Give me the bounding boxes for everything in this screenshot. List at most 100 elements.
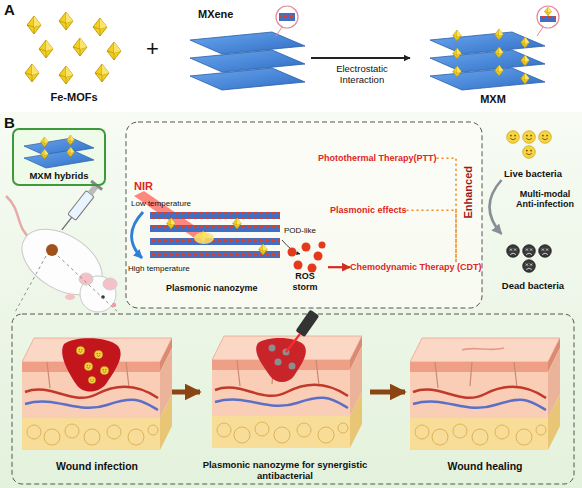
- mouse: [6, 196, 32, 240]
- skin-treated: [286, 334, 300, 352]
- mxene-sheets: [279, 13, 295, 21]
- mxm-sheets: [430, 6, 559, 90]
- mouse: [46, 244, 58, 256]
- fe-mof-crystals: [25, 64, 39, 82]
- mxm-sheets: [495, 47, 504, 58]
- ros-group: ROS storm: [282, 244, 328, 292]
- plasmonic-nanozyme: [194, 232, 214, 244]
- skin-treated: [295, 309, 319, 337]
- material-label: Plasmonic nanozyme: [166, 283, 258, 293]
- mxm-hybrid-icon: [67, 147, 75, 157]
- skin-infected: [76, 346, 84, 354]
- therapy-label: Chemodynamic Therapy (CDT): [350, 262, 482, 272]
- mxm-hybrid-icon: [12, 128, 106, 186]
- fe-mof-crystals: [59, 66, 73, 84]
- dead-bacteria-icon: [507, 245, 520, 258]
- live-bacteria-icon: [507, 131, 520, 144]
- connector: [370, 390, 405, 395]
- zoom-line: [14, 256, 120, 314]
- dead-bacteria-icon: [539, 245, 552, 258]
- mxm-sheets: [430, 32, 545, 54]
- syringe: [56, 180, 103, 234]
- mxm-sheets: [453, 30, 462, 41]
- skin-healed: [410, 338, 560, 450]
- mxm-sheets: [453, 48, 462, 59]
- skin-stage: Wound infection: [22, 330, 172, 472]
- skin-healed: [462, 348, 504, 350]
- node-text: Chemodynamic Therapy (CDT): [350, 262, 482, 272]
- therapy-label: Plasmonic effects: [330, 205, 407, 215]
- plasmonic-nanozyme: [132, 212, 143, 258]
- skin-treated: [212, 336, 362, 448]
- node-text: MXene: [198, 8, 233, 21]
- bacteria-group: Dead bacteria: [488, 234, 578, 292]
- panel-letter: A: [4, 1, 15, 18]
- mxm-sheets: [537, 27, 543, 36]
- mxm-hybrid-icon: [24, 150, 94, 168]
- connector: [328, 266, 350, 268]
- plasmonic-nanozyme: [233, 218, 242, 229]
- ros-particles: [314, 252, 323, 261]
- skin-stage: Plasmonic nanozyme for synergistic antib…: [200, 328, 370, 482]
- ros-particles: [288, 248, 297, 257]
- mxm-hybrid-icon: [12, 128, 106, 186]
- light-label: NIR: [134, 180, 153, 193]
- mxm-sheets: [521, 55, 530, 66]
- panel-background: [0, 112, 582, 488]
- mxm-hybrid-icon: [41, 137, 49, 147]
- node-text: MXM: [480, 93, 506, 106]
- fe-mof-crystals: [25, 12, 121, 84]
- mxene-sheets: [190, 50, 305, 72]
- dead-bacteria-icon: [523, 245, 536, 258]
- skin-infected: [62, 338, 120, 391]
- mxm-sheets: [453, 66, 462, 77]
- mxm-sheets: [430, 50, 545, 72]
- sheet-group: MXene: [176, 8, 311, 102]
- mxene-sheets: [276, 27, 282, 36]
- connector: [490, 180, 502, 234]
- ros-particles: [294, 261, 303, 270]
- mxm-sheets: [495, 65, 504, 76]
- panel-letter: B: [4, 114, 15, 131]
- connector: [172, 390, 200, 395]
- fe-mof-crystals: [107, 42, 121, 60]
- dashed-frame: [126, 122, 482, 308]
- skin-infected: [22, 338, 172, 450]
- bacteria-group: Live bacteria: [488, 126, 578, 180]
- live-bacteria-icon: [539, 131, 552, 144]
- node-text: Live bacteria: [504, 169, 562, 180]
- live-bacteria-icon: [523, 131, 536, 144]
- mxene-sheets: [190, 32, 305, 54]
- mxene-sheets: [190, 6, 305, 90]
- effect-label: Enhanced: [462, 166, 475, 219]
- mouse: [6, 196, 117, 312]
- fe-mof-crystals: [59, 12, 73, 30]
- node-text: Plasmonic nanozyme for synergistic antib…: [200, 460, 370, 482]
- mxm-sheets: [495, 29, 504, 40]
- skin-treated: [256, 338, 306, 382]
- therapy-label: Photothermal Therapy(PTT): [318, 153, 437, 163]
- mxene-sheets: [276, 6, 298, 28]
- plus-sign: +: [146, 36, 159, 61]
- ros-particles: [319, 242, 326, 249]
- plasmonic-nanozyme: [132, 191, 300, 258]
- skin-treated: [212, 309, 362, 448]
- fe-mof-crystals: [27, 16, 41, 34]
- mxm-sheets: [521, 37, 530, 48]
- fe-mof-crystals: [95, 64, 109, 82]
- syringe: [62, 217, 72, 230]
- edge-label: Electrostatic Interaction: [314, 64, 410, 86]
- ros-particles: [302, 243, 311, 252]
- mxm-sheets: [430, 68, 545, 90]
- live-bacteria-icon: [523, 146, 536, 159]
- skin-infected: [100, 366, 108, 374]
- plasmonic-nanozyme: [167, 218, 176, 229]
- node-text: Plasmonic effects: [330, 205, 407, 215]
- node-text: Fe-MOFs: [50, 91, 97, 104]
- node-text: Dead bacteria: [502, 281, 564, 292]
- fe-mof-crystals: [93, 18, 107, 36]
- hybrid-box: MXM hybrids: [12, 128, 106, 186]
- connector: [437, 158, 457, 262]
- fe-mof-crystals: [73, 38, 87, 56]
